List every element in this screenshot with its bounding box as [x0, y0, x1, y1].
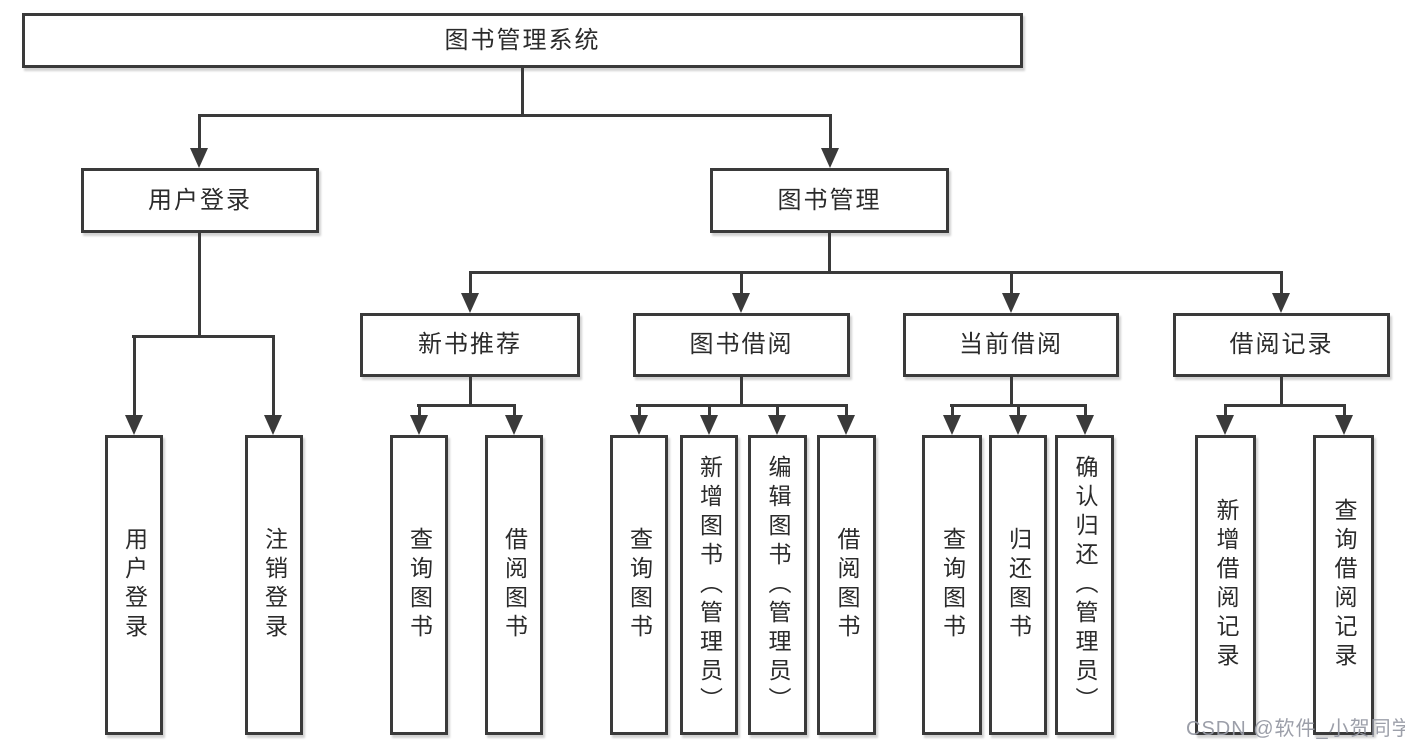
leaf-query-borrow-record: 查询借阅记录	[1313, 435, 1374, 735]
arrowhead-icon	[1009, 415, 1027, 435]
connector-line	[418, 404, 421, 418]
connector-line	[740, 377, 743, 406]
arrowhead-icon	[943, 415, 961, 435]
arrowhead-icon	[630, 415, 648, 435]
connector-line	[1280, 377, 1283, 406]
leaf-borrow-books-recommend-label: 借阅图书	[501, 527, 528, 643]
connector-line	[198, 233, 201, 337]
connector-line	[1017, 404, 1020, 418]
arrowhead-icon	[264, 415, 282, 435]
arrowhead-icon	[461, 293, 479, 313]
arrowhead-icon	[1335, 415, 1353, 435]
leaf-add-book-admin-label: 新增图书（管理员）	[696, 454, 723, 716]
connector-line	[1280, 271, 1283, 295]
connector-line	[1010, 271, 1013, 295]
node-book-management: 图书管理	[710, 168, 949, 233]
node-borrow-records-label: 借阅记录	[1229, 331, 1334, 358]
leaf-logout-label: 注销登录	[261, 527, 288, 643]
connector-line	[776, 404, 779, 418]
leaf-query-books-current-label: 查询图书	[939, 527, 966, 643]
connector-line	[638, 404, 641, 418]
arrowhead-icon	[821, 148, 839, 168]
leaf-query-books-recommend-label: 查询图书	[406, 527, 433, 643]
arrowhead-icon	[410, 415, 428, 435]
connector-line	[1224, 404, 1227, 418]
connector-line	[198, 114, 201, 150]
leaf-borrow-books-borrowing: 借阅图书	[817, 435, 876, 735]
connector-line	[513, 404, 516, 418]
leaf-query-books-borrowing: 查询图书	[610, 435, 668, 735]
arrowhead-icon	[700, 415, 718, 435]
node-root-label: 图书管理系统	[444, 26, 601, 54]
leaf-add-borrow-record-label: 新增借阅记录	[1213, 498, 1239, 672]
arrowhead-icon	[190, 148, 208, 168]
connector-line	[1224, 404, 1346, 407]
leaf-return-book-label: 归还图书	[1005, 527, 1032, 643]
leaf-edit-book-admin-label: 编辑图书（管理员）	[765, 454, 791, 716]
node-book-borrowing-label: 图书借阅	[689, 331, 794, 358]
node-user-login-label: 用户登录	[148, 186, 252, 214]
node-new-book-recommend-label: 新书推荐	[418, 331, 522, 358]
connector-line	[828, 233, 831, 274]
connector-line	[845, 404, 848, 418]
connector-line	[469, 271, 472, 295]
node-book-management-label: 图书管理	[777, 186, 882, 214]
arrowhead-icon	[732, 293, 750, 313]
node-user-login: 用户登录	[81, 168, 319, 233]
arrowhead-icon	[768, 415, 786, 435]
leaf-query-borrow-record-label: 查询借阅记录	[1331, 498, 1357, 672]
connector-line	[636, 404, 848, 407]
arrowhead-icon	[837, 415, 855, 435]
node-current-borrowing: 当前借阅	[903, 313, 1119, 377]
arrowhead-icon	[505, 415, 523, 435]
node-root: 图书管理系统	[22, 13, 1023, 68]
node-borrow-records: 借阅记录	[1173, 313, 1390, 377]
leaf-logout: 注销登录	[245, 435, 303, 735]
arrowhead-icon	[1076, 415, 1094, 435]
leaf-borrow-books-borrowing-label: 借阅图书	[834, 527, 860, 643]
leaf-query-books-recommend: 查询图书	[390, 435, 448, 735]
connector-line	[1084, 404, 1087, 418]
leaf-edit-book-admin: 编辑图书（管理员）	[748, 435, 807, 735]
leaf-confirm-return-admin: 确认归还（管理员）	[1055, 435, 1114, 735]
node-book-borrowing: 图书借阅	[633, 313, 850, 377]
leaf-return-book: 归还图书	[989, 435, 1047, 735]
leaf-add-borrow-record: 新增借阅记录	[1195, 435, 1256, 735]
connector-line	[133, 335, 136, 417]
leaf-query-books-current: 查询图书	[922, 435, 982, 735]
connector-line	[1010, 377, 1013, 406]
connector-line	[132, 335, 275, 338]
arrowhead-icon	[1216, 415, 1234, 435]
arrowhead-icon	[125, 415, 143, 435]
leaf-user-login-label: 用户登录	[121, 527, 148, 643]
leaf-confirm-return-admin-label: 确认归还（管理员）	[1072, 454, 1098, 716]
connector-line	[521, 68, 524, 116]
connector-line	[951, 404, 954, 418]
connector-line	[829, 114, 832, 150]
connector-line	[740, 271, 743, 295]
node-current-borrowing-label: 当前借阅	[959, 331, 1063, 358]
connector-line	[469, 377, 472, 406]
connector-line	[469, 271, 1283, 274]
connector-line	[417, 404, 516, 407]
csdn-watermark: CSDN @软件_小贺同学	[1186, 718, 1405, 740]
arrowhead-icon	[1002, 293, 1020, 313]
leaf-add-book-admin: 新增图书（管理员）	[680, 435, 738, 735]
leaf-borrow-books-recommend: 借阅图书	[485, 435, 543, 735]
leaf-query-books-borrowing-label: 查询图书	[626, 527, 653, 643]
connector-line	[1343, 404, 1346, 418]
arrowhead-icon	[1272, 293, 1290, 313]
node-new-book-recommend: 新书推荐	[360, 313, 580, 377]
connector-line	[708, 404, 711, 418]
leaf-user-login: 用户登录	[105, 435, 163, 735]
connector-line	[198, 114, 832, 117]
connector-line	[272, 335, 275, 417]
